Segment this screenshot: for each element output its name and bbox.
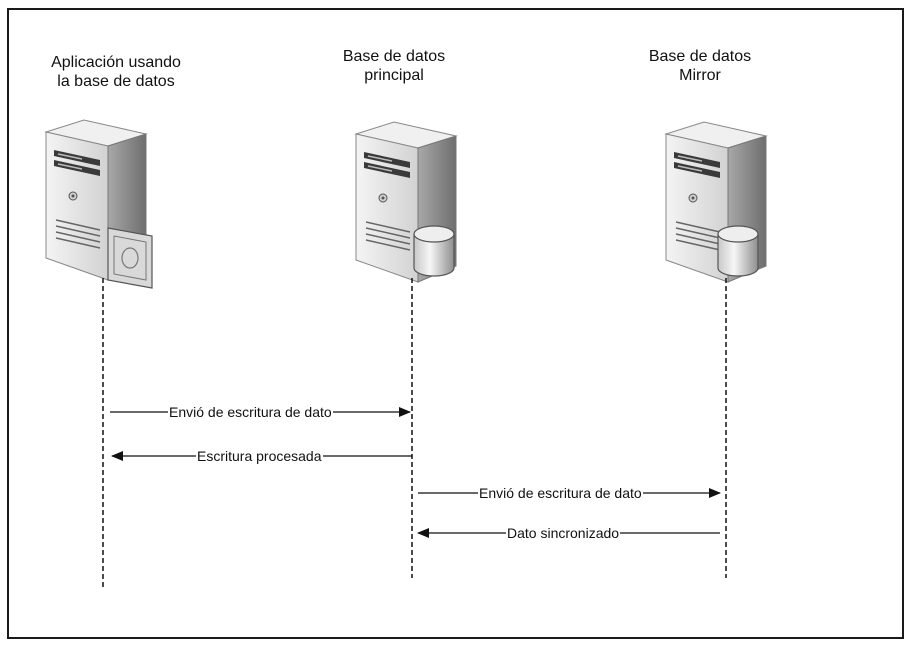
message-label-3: Envió de escritura de dato: [478, 485, 643, 501]
actor-main-line2: principal: [364, 67, 424, 84]
diagram-frame: [7, 8, 904, 639]
message-label-4: Dato sincronizado: [506, 525, 621, 541]
server-with-database-icon: [355, 121, 457, 283]
actor-label-mirror: Base de datos Mirror: [630, 47, 770, 85]
actor-app-line1: Aplicación usando: [51, 54, 181, 71]
server-with-card-icon: [45, 119, 153, 289]
actor-mirror-line1: Base de datos: [648, 48, 752, 65]
message-label-1: Envió de escritura de dato: [168, 404, 333, 420]
message-label-2: Escritura procesada: [196, 448, 323, 464]
actor-mirror-line2: Mirror: [679, 67, 721, 84]
server-with-database-icon: [665, 121, 767, 283]
actor-label-main: Base de datos principal: [324, 47, 464, 85]
actor-label-app: Aplicación usando la base de datos: [36, 53, 196, 91]
actor-main-line1: Base de datos: [342, 48, 446, 65]
actor-app-line2: la base de datos: [57, 73, 175, 90]
